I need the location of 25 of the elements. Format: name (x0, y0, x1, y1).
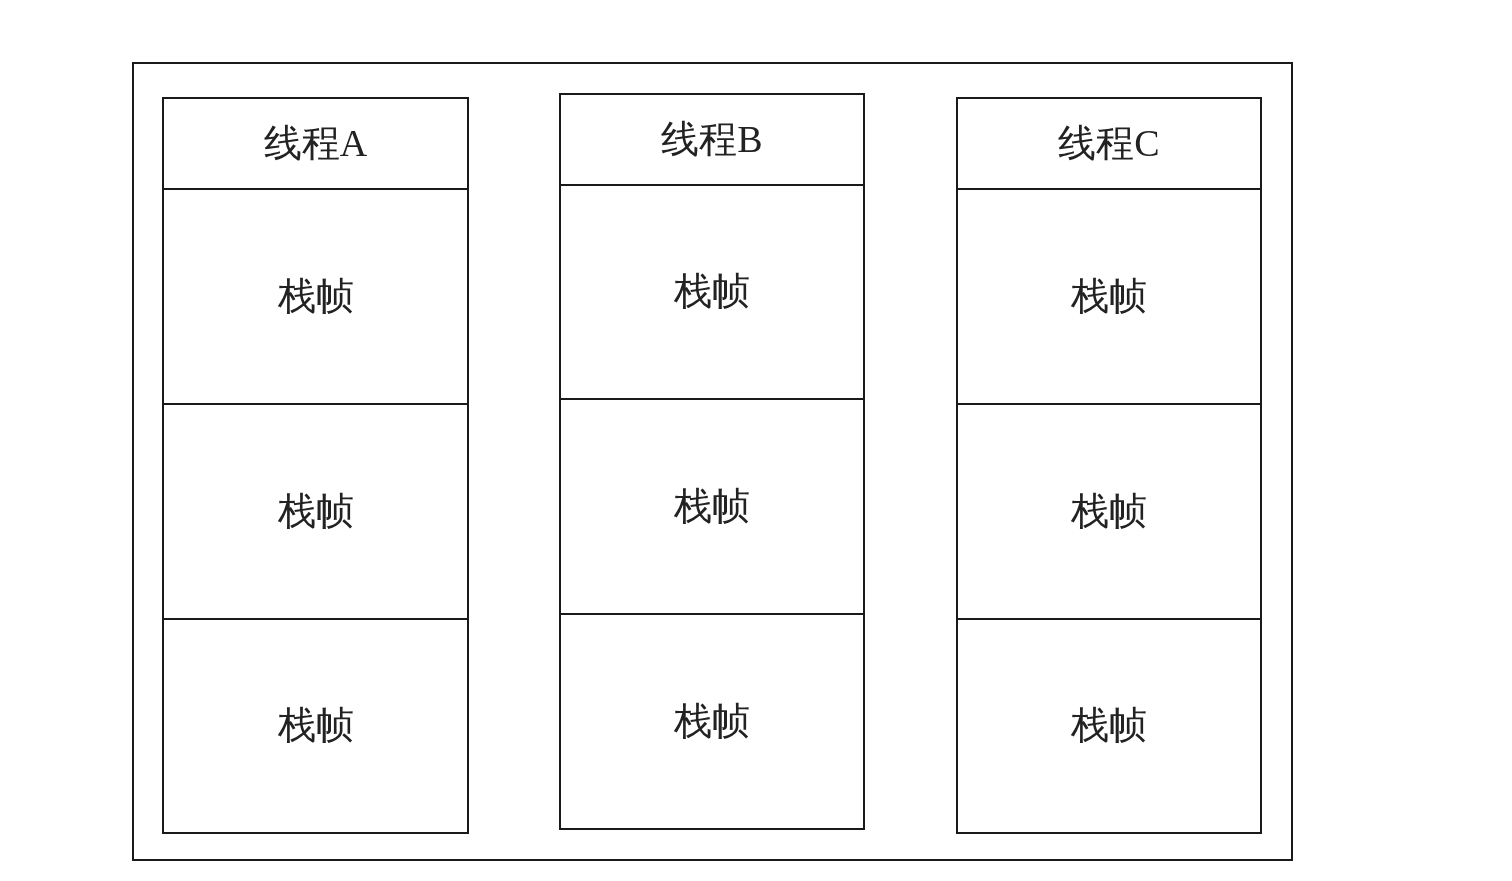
stack-frame-box (559, 398, 865, 615)
stack-frame-label: 栈帧 (1071, 490, 1147, 533)
stack-frame-label: 栈帧 (1071, 275, 1147, 318)
outer-frame (132, 62, 1293, 861)
stack-frame-box (956, 403, 1262, 620)
stack-frame-box (559, 184, 865, 400)
stack-frame-label: 栈帧 (277, 705, 354, 747)
thread-label: 线程C (1058, 122, 1160, 165)
thread-label: 线程A (263, 122, 368, 165)
thread-header-box (162, 97, 469, 190)
stack-frame-box (162, 188, 469, 405)
stack-frame-box (956, 188, 1262, 405)
stack-frame-label: 栈帧 (674, 271, 750, 313)
thread-header-box (956, 97, 1262, 190)
thread-header-box (559, 93, 865, 186)
stack-frame-label: 栈帧 (277, 275, 354, 318)
thread-label: 线程B (661, 118, 763, 161)
stack-frame-label: 栈帧 (277, 490, 354, 533)
stack-frame-box (162, 618, 469, 834)
stack-frame-box (956, 618, 1262, 834)
stack-frame-label: 栈帧 (674, 485, 750, 528)
stack-frame-label: 栈帧 (674, 700, 750, 743)
stack-frame-box (559, 613, 865, 830)
stack-frame-label: 栈帧 (1071, 705, 1147, 747)
stack-frame-box (162, 403, 469, 620)
